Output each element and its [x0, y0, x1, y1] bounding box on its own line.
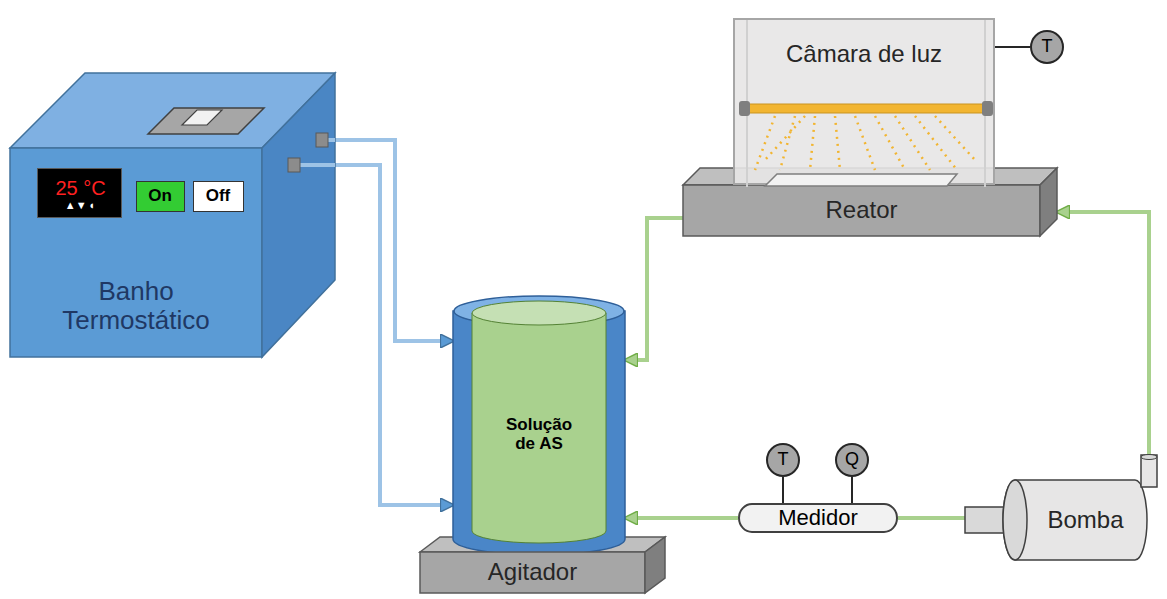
node-label: Solução de AS — [499, 416, 579, 453]
magnetic-stirrer: Agitador — [420, 537, 665, 593]
node-label: Bomba — [1047, 507, 1123, 533]
temperature-gauge: T — [1030, 30, 1064, 64]
node-label: Banho Termostático — [51, 277, 221, 334]
text-box: Q — [837, 445, 867, 475]
node-label: Câmara de luz — [786, 41, 942, 67]
text-box: Câmara de luz — [735, 32, 993, 77]
thermostatic-bath: Banho Termostático 25 °C▲▼ ◐ On Off — [10, 73, 335, 358]
node-label: T — [778, 450, 789, 470]
text-box: T — [1032, 32, 1062, 62]
node-label: Q — [845, 450, 859, 470]
pump: Bomba — [965, 455, 1160, 560]
pipe-connector — [335, 140, 453, 341]
pipe-connector — [625, 516, 738, 520]
pipe-connector — [898, 516, 965, 520]
solution-vessel: Solução de AS — [453, 295, 625, 557]
text-box: Bomba — [1023, 497, 1148, 543]
text-box: Agitador — [420, 552, 645, 593]
flow-meter: Medidor — [738, 503, 898, 533]
text-box: 25 °C▲▼ ◐ — [38, 169, 123, 219]
node-label: Reator — [825, 197, 897, 223]
text-box: Off — [194, 182, 242, 210]
text-box: Medidor — [740, 505, 896, 531]
text-box: Solução de AS — [493, 385, 585, 485]
node-label: 25 °C — [55, 177, 105, 199]
gauge-stem — [851, 477, 853, 503]
off-button: Off — [193, 181, 244, 212]
node-label: On — [148, 187, 172, 206]
light-chamber: Câmara de luz — [733, 18, 995, 185]
text-box: On — [137, 182, 183, 210]
node-label: Medidor — [778, 506, 857, 530]
pipe-connector — [625, 218, 683, 360]
text-box: T — [768, 445, 798, 475]
gauge-stem — [782, 477, 784, 503]
text-box: Reator — [683, 185, 1040, 236]
pipe-connector — [335, 165, 453, 505]
gauge-stem — [995, 46, 1030, 48]
temperature-display: 25 °C▲▼ ◐ — [37, 168, 122, 218]
pipe-connector — [1057, 212, 1149, 455]
node-label: Off — [206, 187, 231, 206]
temperature-gauge: T — [766, 443, 800, 477]
flow-gauge: Q — [835, 443, 869, 477]
on-button: On — [136, 181, 185, 212]
node-label: T — [1042, 37, 1053, 57]
node-label: ▲▼ ◐ — [65, 199, 96, 211]
text-box: Banho Termostático — [10, 268, 262, 343]
node-label: Agitador — [488, 559, 577, 585]
